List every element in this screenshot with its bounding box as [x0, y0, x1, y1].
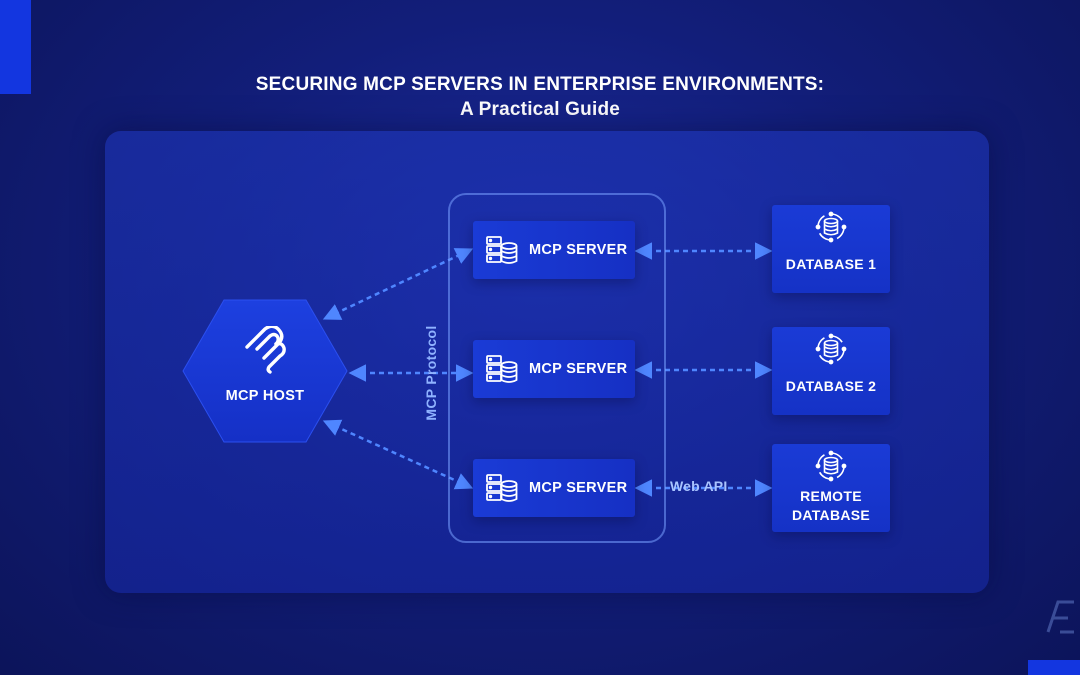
- mcp-server-1: MCP SERVER: [473, 221, 635, 279]
- server-database-icon: [486, 474, 518, 502]
- brand-mark-icon: [1046, 600, 1074, 634]
- mcp-server-group: [448, 193, 666, 543]
- protocol-label: MCP Protocol: [423, 325, 439, 421]
- mcp-server-2: MCP SERVER: [473, 340, 635, 398]
- database-network-icon: [815, 211, 847, 243]
- database-label-line2: DATABASE: [791, 507, 871, 523]
- mcp-logo-icon: [245, 326, 286, 374]
- database-network-icon: [815, 450, 847, 482]
- server-label: MCP SERVER: [529, 480, 628, 496]
- server-label: MCP SERVER: [529, 361, 628, 377]
- host-hexagon-shape: [182, 299, 348, 443]
- web-api-label: Web API: [670, 478, 728, 494]
- host-label: MCP HOST: [225, 388, 305, 404]
- corner-accent-bottom-right: [1028, 660, 1080, 675]
- database-label-line1: REMOTE: [800, 488, 862, 504]
- corner-accent-top-left: [0, 0, 31, 94]
- server-label: MCP SERVER: [529, 242, 628, 258]
- page-title: SECURING MCP SERVERS IN ENTERPRISE ENVIR…: [255, 74, 825, 95]
- database-label: DATABASE 1: [785, 256, 877, 272]
- page-subtitle: A Practical Guide: [459, 99, 621, 120]
- remote-database-node: REMOTE DATABASE: [772, 444, 890, 532]
- database-1-node: DATABASE 1: [772, 205, 890, 293]
- database-network-icon: [815, 333, 847, 365]
- database-label: DATABASE 2: [785, 378, 877, 394]
- mcp-server-3: MCP SERVER: [473, 459, 635, 517]
- server-database-icon: [486, 236, 518, 264]
- database-2-node: DATABASE 2: [772, 327, 890, 415]
- mcp-host-node: MCP HOST: [180, 296, 350, 446]
- server-database-icon: [486, 355, 518, 383]
